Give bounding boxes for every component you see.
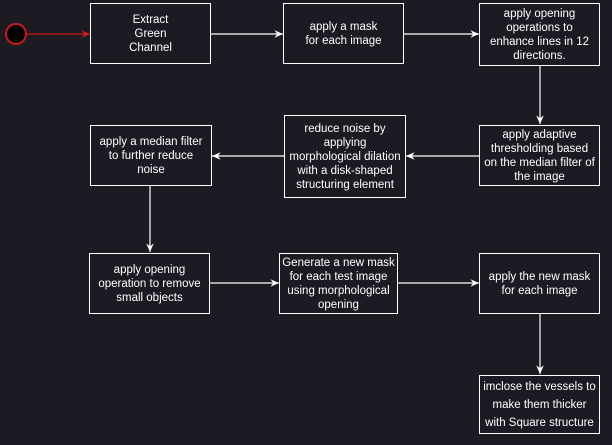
- node-reduce-noise-dilation: reduce noise by applying morphological d…: [284, 115, 406, 198]
- node-extract-green-channel: Extract Green Channel: [90, 3, 211, 64]
- node-imclose-vessels: imclose the vessels to make them thicker…: [479, 375, 600, 434]
- node-apply-new-mask: apply the new mask for each image: [479, 253, 600, 314]
- node-generate-new-mask: Generate a new mask for each test image …: [279, 253, 398, 314]
- start-node: [5, 23, 27, 45]
- node-apply-opening-12-directions: apply opening operations to enhance line…: [479, 3, 600, 66]
- node-apply-mask: apply a mask for each image: [283, 3, 404, 64]
- node-opening-remove-small-objects: apply opening operation to remove small …: [89, 253, 210, 314]
- node-median-filter: apply a median filter to further reduce …: [90, 125, 212, 186]
- node-adaptive-thresholding: apply adaptive thresholding based on the…: [479, 125, 600, 186]
